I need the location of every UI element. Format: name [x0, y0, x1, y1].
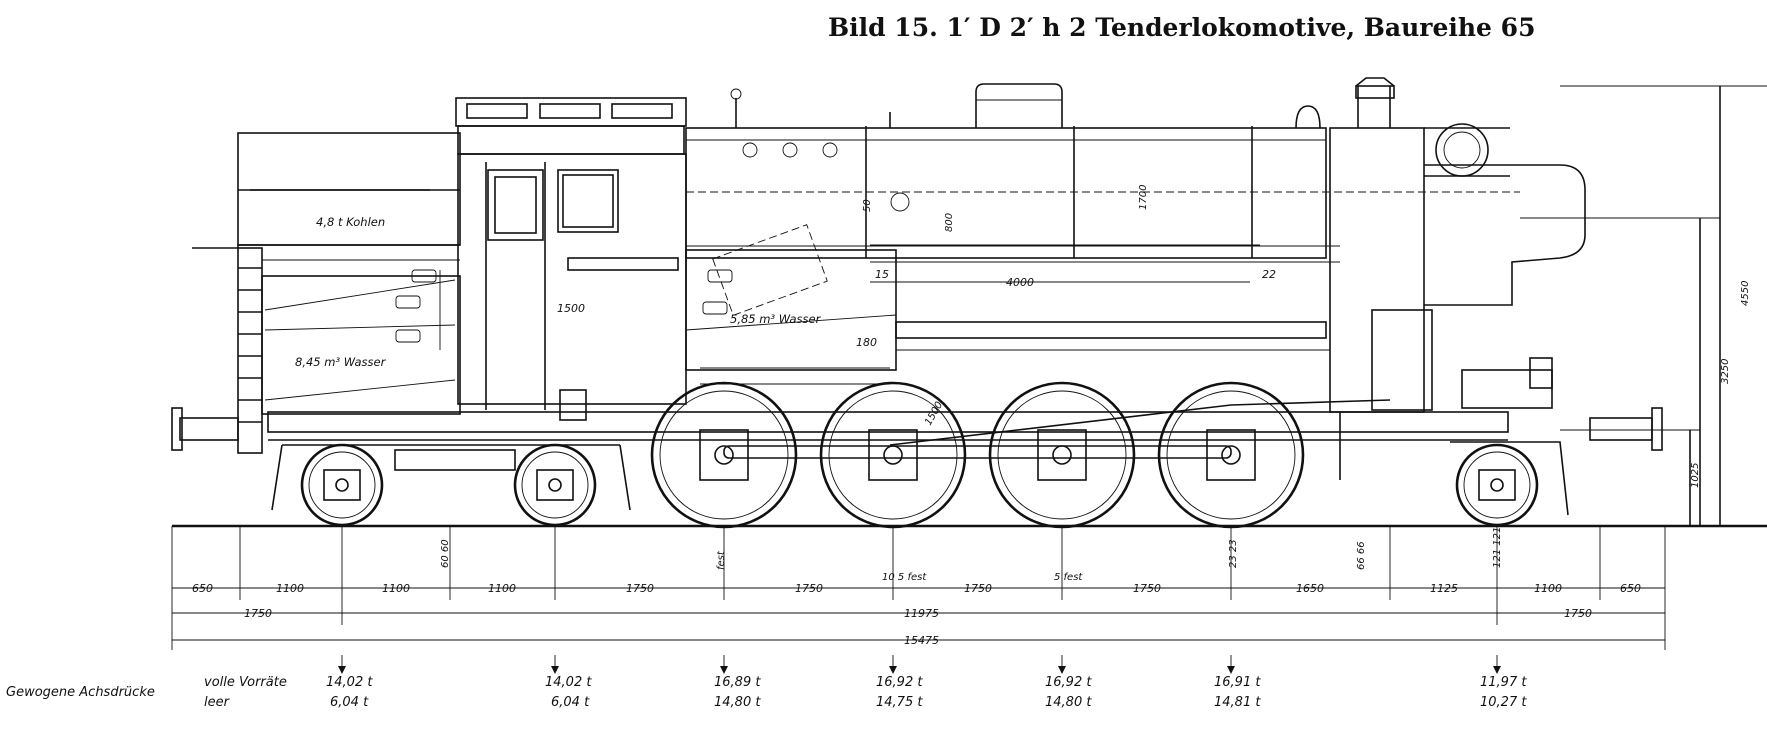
dim1-item: 650: [192, 582, 213, 595]
dim1-item: 1750: [626, 582, 654, 595]
clearance-axle-4: 23 23: [1228, 539, 1239, 568]
dim2-item: 1750: [1564, 607, 1592, 620]
height-buffer: 1025: [1690, 463, 1701, 488]
dim3-item: 15475: [904, 634, 939, 647]
height-total: 4550: [1740, 281, 1751, 306]
axle-weight-full: 16,89 t: [714, 675, 761, 690]
rear-bogie-wheel-1: [300, 443, 384, 527]
label-water-side: 5,85 m³ Wasser: [730, 312, 822, 326]
axle-weight-full: 14,02 t: [326, 675, 373, 690]
dim1-item: 1750: [795, 582, 823, 595]
axle-weight-table: Gewogene Achsdrücke volle Vorräte leer 1…: [6, 655, 1527, 710]
locomotive-outline: [171, 77, 1767, 528]
clearance-axle-2: 10 5 fest: [882, 572, 927, 583]
dim1-item: 1100: [1534, 582, 1562, 595]
clearance-axle-3: 5 fest: [1054, 572, 1083, 583]
axle-weights-row-label: Gewogene Achsdrücke: [6, 685, 155, 700]
axle-weight-empty: 6,04 t: [551, 695, 590, 710]
dim1-item: 1750: [964, 582, 992, 595]
dim1-item: 1750: [1133, 582, 1161, 595]
axle-weight-empty: 14,80 t: [1045, 695, 1092, 710]
page-title: Bild 15. 1′ D 2′ h 2 Tenderlokomotive, B…: [828, 13, 1535, 42]
rear-bogie-wheel-2: [513, 443, 597, 527]
dim1-item: 1100: [382, 582, 410, 595]
axle-weight-full: 16,91 t: [1214, 675, 1261, 690]
front-pony-wheel: [1455, 443, 1539, 527]
clearance-axle-1: fest: [716, 550, 727, 570]
driving-wheel-3: [988, 381, 1136, 529]
dim-label-22: 22: [1262, 268, 1276, 281]
dim-label-4000: 4000: [1006, 276, 1034, 289]
length-dimensions: [171, 526, 1666, 650]
axle-weights-empty-label: leer: [204, 695, 231, 710]
label-water-rear: 8,45 m³ Wasser: [295, 355, 387, 369]
dim1-item: 650: [1620, 582, 1641, 595]
dim1-item: 1650: [1296, 582, 1324, 595]
clearance-cylinder: 66 66: [1356, 541, 1367, 570]
axle-weight-empty: 14,75 t: [876, 695, 923, 710]
clearance-rear-bogie: 60 60: [440, 539, 451, 568]
axle-weights-full-label: volle Vorräte: [204, 675, 287, 690]
axle-weight-full: 16,92 t: [876, 675, 923, 690]
dim1-item: 1100: [276, 582, 304, 595]
dim2-item: 1750: [244, 607, 272, 620]
clearance-front-axle: 121 121: [1492, 527, 1503, 568]
axle-weight-empty: 14,81 t: [1214, 695, 1261, 710]
height-boiler-axis: 3250: [1720, 359, 1731, 384]
axle-weight-empty: 6,04 t: [330, 695, 369, 710]
dim1-item: 1100: [488, 582, 516, 595]
dim2-item: 11975: [904, 607, 939, 620]
axle-weight-full: 16,92 t: [1045, 675, 1092, 690]
dim-label-180: 180: [856, 336, 877, 349]
dim-label-1500: 1500: [557, 302, 585, 315]
axle-weight-empty: 14,80 t: [714, 695, 761, 710]
dim-label-50: 50: [862, 199, 873, 212]
axle-weight-full: 11,97 t: [1480, 675, 1527, 690]
axle-weight-full: 14,02 t: [545, 675, 592, 690]
dim-label-800: 800: [944, 213, 955, 232]
dim1-item: 1125: [1430, 582, 1458, 595]
height-dimensions: 4550 3250 1025: [1520, 85, 1767, 526]
dim-label-15: 15: [875, 268, 889, 281]
axle-weight-empty: 10,27 t: [1480, 695, 1527, 710]
label-coal: 4,8 t Kohlen: [316, 215, 385, 229]
dim-label-1700: 1700: [1138, 185, 1149, 210]
